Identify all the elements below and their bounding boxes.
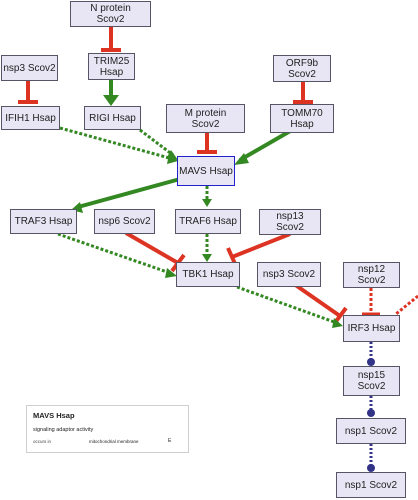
edge-tbk1-indirectly-activates-irf3: [236, 285, 338, 325]
node-orf9b[interactable]: ORF9b Scov2: [273, 55, 331, 82]
node-n-protein[interactable]: N protein Scov2: [70, 1, 151, 27]
node-nsp12[interactable]: nsp12 Scov2: [343, 262, 400, 288]
edge-nsp15-binds-nsp1-end: [367, 409, 375, 417]
node-nsp1-b[interactable]: nsp1 Scov2: [336, 472, 406, 498]
edge-tomm70-activates-mavs-head: [234, 153, 249, 165]
node-tbk1[interactable]: TBK1 Hsap: [176, 262, 240, 287]
edge-rigi-indirectly-activates-mavs: [139, 128, 174, 157]
edge-traf3-indirectly-activates-tbk1-head: [165, 268, 177, 278]
edge-irf3-binds-nsp15-end: [367, 358, 375, 366]
node-info-panel: MAVS Hsap signaling adaptor activity occ…: [26, 405, 189, 453]
edge-ifih1-indirectly-activates-mavs: [59, 126, 174, 161]
info-location-key: occurs in: [33, 439, 52, 444]
edge-tbk1-indirectly-activates-irf3-head: [332, 318, 343, 328]
edge-nsp1-binds-nsp1-end: [367, 464, 375, 472]
node-ifih1[interactable]: IFIH1 Hsap: [1, 106, 60, 130]
node-nsp15[interactable]: nsp15 Scov2: [343, 366, 400, 396]
info-location-value: mitochondrial membrane: [89, 439, 139, 444]
node-traf6[interactable]: TRAF6 Hsap: [175, 209, 241, 234]
node-nsp3-scov2-mid[interactable]: nsp3 Scov2: [257, 262, 321, 287]
node-tomm70[interactable]: TOMM70 Hsap: [270, 104, 334, 133]
edge-rigi-indirectly-activates-mavs-head: [166, 150, 178, 160]
info-evidence-code: E: [168, 438, 172, 444]
node-nsp6[interactable]: nsp6 Scov2: [94, 209, 155, 234]
node-rigi[interactable]: RIGI Hsap: [84, 106, 141, 130]
edge-nsp3-inhibits-irf3: [292, 282, 342, 318]
node-irf3[interactable]: IRF3 Hsap: [343, 315, 400, 342]
edge-trim25-activates-rigi-head: [103, 95, 119, 106]
info-title: MAVS Hsap: [33, 411, 75, 420]
edge-mavs-activates-traf3: [77, 177, 181, 209]
edge-traf3-indirectly-activates-tbk1: [57, 232, 171, 275]
node-traf3[interactable]: TRAF3 Hsap: [10, 209, 77, 234]
node-m-protein[interactable]: M protein Scov2: [166, 104, 245, 133]
edge-tomm70-activates-mavs: [239, 128, 293, 162]
edge-offscreen-indirectly-inhibits-irf3: [395, 294, 418, 316]
node-trim25[interactable]: TRIM25 Hsap: [88, 53, 135, 80]
edge-nsp6-inhibits-tbk1: [125, 231, 179, 265]
node-mavs[interactable]: MAVS Hsap: [177, 156, 235, 186]
node-nsp13[interactable]: nsp13 Scov2: [259, 209, 321, 235]
info-function: signaling adaptor activity: [33, 427, 94, 433]
edge-mavs-indirectly-activates-traf6-head: [202, 199, 212, 207]
node-nsp1-a[interactable]: nsp1 Scov2: [336, 418, 406, 444]
node-nsp3-scov2-left[interactable]: nsp3 Scov2: [1, 55, 58, 81]
edge-traf6-indirectly-activates-tbk1-head: [202, 254, 212, 262]
edge-nsp13-inhibits-tbk1: [231, 232, 291, 259]
